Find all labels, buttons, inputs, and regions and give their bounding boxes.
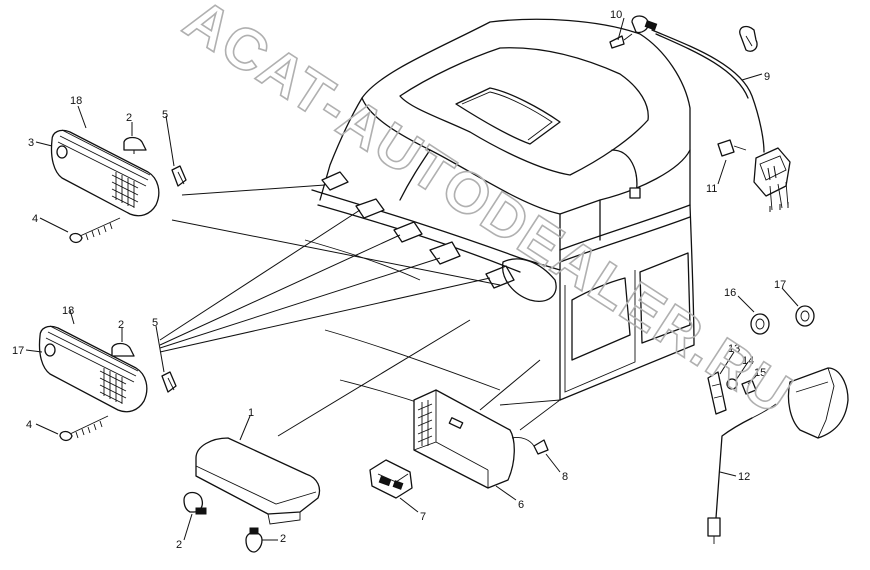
bulbs-2 [183,491,263,553]
roof-marker-lamps [321,171,515,289]
callout-11: 11 [706,183,717,195]
leader-lines [25,17,799,541]
callout-2c: 2 [176,539,182,551]
truck-cab [304,18,695,431]
callout-18a: 18 [70,95,82,107]
callout-18b: 18 [62,305,74,317]
grommets-16-17 [750,305,815,335]
callout-6: 6 [518,499,524,511]
callout-17b: 17 [12,345,24,357]
work-lamp-6 [413,389,549,489]
callout-17a: 17 [774,279,786,291]
callout-10: 10 [610,9,622,21]
callout-5b: 5 [152,317,158,329]
connector-11 [717,139,791,212]
callout-13: 13 [728,343,740,355]
callout-7: 7 [420,511,426,523]
callout-15: 15 [754,367,766,379]
callout-2b: 2 [118,319,124,331]
upper-side-lamp [50,129,187,244]
callout-8: 8 [562,471,568,483]
callout-2d: 2 [280,533,286,545]
callout-14: 14 [742,355,754,367]
switch-7 [369,459,413,499]
callout-9: 9 [764,71,770,83]
callout-numbers: 1 2 2 2 2 3 4 4 5 5 6 7 8 9 10 11 12 13 … [12,9,786,551]
dome-lamp-1 [195,437,321,525]
callout-16: 16 [724,287,736,299]
callout-2a: 2 [126,112,132,124]
callout-4b: 4 [26,419,32,431]
watermark-text: ACAT-AUTODEALER.RU [173,0,804,428]
assembly-lines [159,184,541,437]
callout-3: 3 [28,137,34,149]
bracket-13-14-15 [707,371,757,415]
callout-5a: 5 [162,109,168,121]
callout-1: 1 [248,407,254,419]
callout-4a: 4 [32,213,38,225]
callout-12: 12 [738,471,750,483]
lower-side-lamp [38,325,177,442]
mirror-lamp-12 [707,367,849,544]
cable-9-10 [609,15,765,153]
